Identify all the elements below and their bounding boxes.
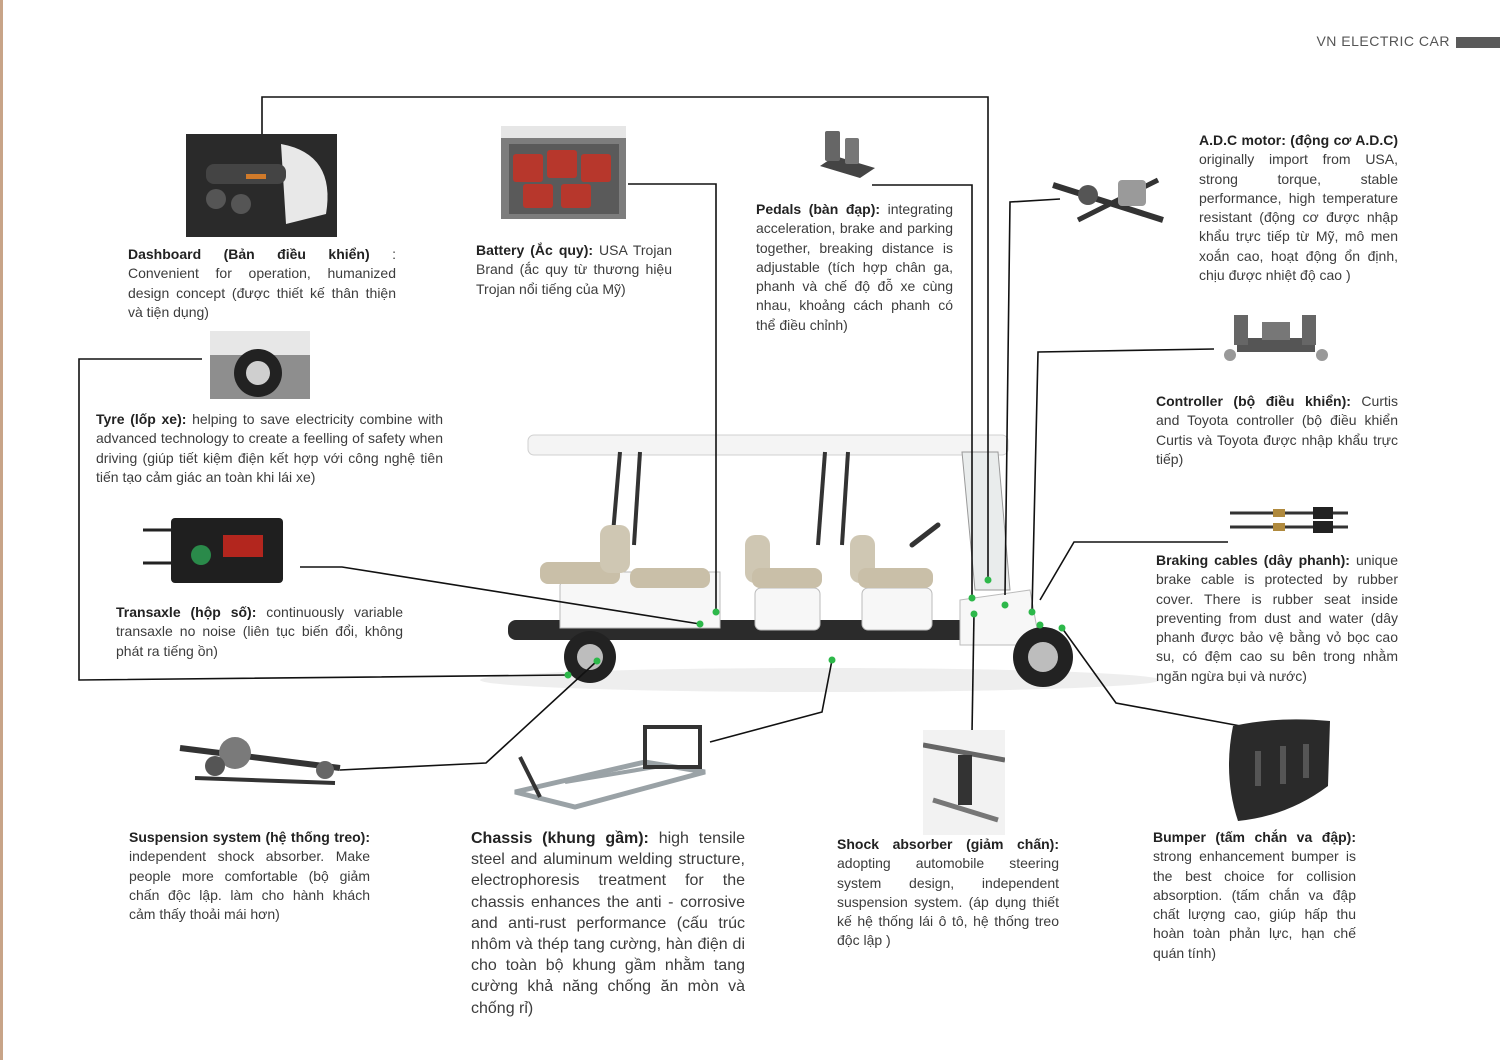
point-tyre — [564, 671, 572, 679]
battery-description: Battery (Ắc quy): USA Trojan Brand (ắc q… — [476, 241, 672, 299]
motor-text: originally import from USA, strong torqu… — [1199, 151, 1398, 284]
motor-description: A.D.C motor: (động cơ A.D.C) originally … — [1199, 131, 1398, 285]
motor-photo — [1052, 177, 1164, 223]
pedals-photo — [820, 131, 875, 178]
point-controller — [1028, 608, 1036, 616]
leader-tyre — [78, 358, 569, 681]
chassis-title: Chassis (khung gầm): — [471, 830, 649, 847]
controller-text: Curtis and Toyota controller (bộ điều kh… — [1156, 393, 1398, 467]
leader-suspension — [339, 660, 598, 771]
braking-description: Braking cables (dây phanh): unique brake… — [1156, 551, 1398, 686]
controller-description: Controller (bộ điều khiển): Curtis and T… — [1156, 392, 1398, 469]
leader-braking — [1039, 541, 1228, 601]
point-bumper — [1058, 624, 1066, 632]
braking-text: unique brake cable is protected by rubbe… — [1156, 552, 1398, 684]
cart-windshield — [961, 451, 1011, 591]
point-suspension — [593, 657, 601, 665]
seat-rear — [540, 562, 620, 584]
brand-bar — [1456, 37, 1500, 48]
leader-dashboard — [261, 96, 989, 580]
bumper-title: Bumper (tấm chắn va đập): — [1153, 829, 1356, 845]
cart-shadow — [480, 668, 1160, 692]
suspension-text: independent shock absorber. Make people … — [129, 848, 370, 923]
dashboard-description: Dashboard (Bản điều khiển) : Convenient … — [128, 245, 396, 322]
cart-roof — [527, 434, 1009, 456]
suspension-description: Suspension system (hệ thống treo): indep… — [129, 828, 370, 924]
point-braking — [1036, 621, 1044, 629]
shock-description: Shock absorber (giảm chấn): adopting aut… — [837, 835, 1059, 951]
leader-controller — [1031, 348, 1215, 613]
pedals-description: Pedals (bàn đạp): integrating accelerati… — [756, 200, 953, 335]
transaxle-title: Transaxle (hộp số): — [116, 604, 257, 620]
tyre-photo — [210, 331, 310, 399]
point-battery — [712, 608, 720, 616]
shock-title: Shock absorber (giảm chấn): — [837, 836, 1059, 852]
controller-photo — [1224, 315, 1328, 361]
leader-pedals — [872, 184, 973, 598]
tyre-description: Tyre (lốp xe): helping to save electrici… — [96, 410, 443, 487]
tyre-title: Tyre (lốp xe): — [96, 411, 187, 427]
controller-title: Controller (bộ điều khiển): — [1156, 393, 1351, 409]
point-pedals — [968, 594, 976, 602]
point-dashboard — [984, 576, 992, 584]
brand-label: VN ELECTRIC CAR — [1316, 33, 1450, 49]
leader-bumper — [1061, 627, 1247, 728]
leader-shock — [971, 613, 975, 734]
battery-title: Battery (Ắc quy): — [476, 242, 594, 258]
dashboard-title: Dashboard (Bản điều khiển) — [128, 246, 370, 262]
point-chassis — [828, 656, 836, 664]
transaxle-description: Transaxle (hộp số): continuously variabl… — [116, 603, 403, 661]
battery-photo — [501, 126, 626, 219]
dashboard-text: : Convenient for operation, humanized de… — [128, 246, 396, 320]
bumper-photo — [1229, 719, 1330, 821]
pedals-text: integrating acceleration, brake and park… — [756, 201, 953, 333]
chassis-text: high tensile steel and aluminum welding … — [471, 830, 745, 1017]
suspension-title: Suspension system (hệ thống treo): — [129, 829, 370, 845]
pedals-title: Pedals (bàn đạp): — [756, 201, 881, 217]
shock-text: adopting automobile steering system desi… — [837, 855, 1059, 949]
leader-motor — [1004, 198, 1061, 596]
bumper-description: Bumper (tấm chắn va đập): strong enhance… — [1153, 828, 1356, 963]
battery-text: USA Trojan Brand (ắc quy từ thương hiệu … — [476, 242, 672, 297]
transaxle-text: continuously variable transaxle no noise… — [116, 604, 403, 659]
chassis-photo — [514, 725, 706, 810]
motor-title: A.D.C motor: (động cơ A.D.C) — [1199, 132, 1398, 148]
bumper-text: strong enhancement bumper is the best ch… — [1153, 848, 1356, 961]
shock-absorber-photo — [923, 730, 1005, 835]
leader-transaxle — [300, 566, 701, 625]
golf-cart-illustration — [508, 434, 1073, 687]
point-shock — [970, 610, 978, 618]
leader-battery — [628, 183, 717, 612]
dashboard-photo — [186, 134, 337, 237]
page-edge-stripe — [0, 0, 3, 1060]
chassis-description: Chassis (khung gầm): high tensile steel … — [471, 828, 745, 1019]
suspension-photo — [179, 737, 341, 785]
braking-title: Braking cables (dây phanh): — [1156, 552, 1350, 568]
transaxle-photo — [143, 518, 283, 583]
tyre-text: helping to save electricity combine with… — [96, 411, 443, 485]
point-motor — [1001, 601, 1009, 609]
leader-chassis — [709, 659, 833, 743]
point-transaxle — [696, 620, 704, 628]
braking-cables-photo — [1230, 507, 1348, 533]
